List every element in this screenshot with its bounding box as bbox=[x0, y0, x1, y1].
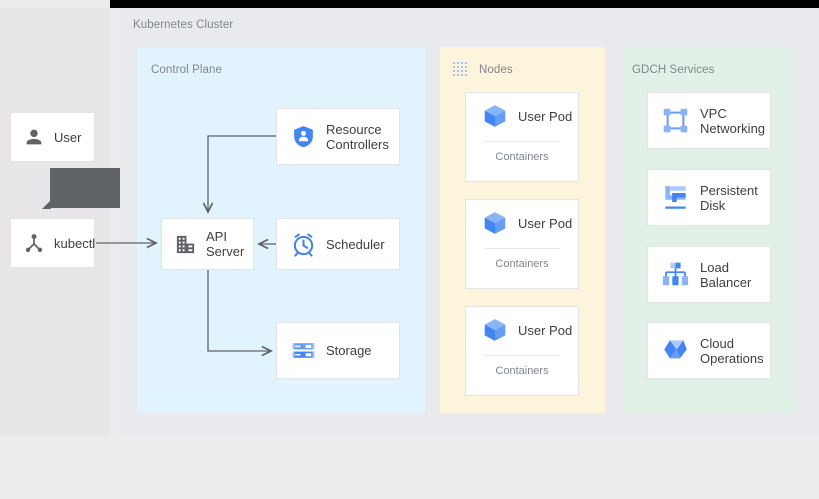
cloud-operations-icon bbox=[662, 337, 689, 364]
pod-divider bbox=[484, 248, 560, 249]
dotted-grid-icon bbox=[453, 62, 467, 76]
top-black-bar bbox=[110, 0, 819, 8]
shield-person-icon bbox=[291, 124, 316, 149]
card-api-server[interactable]: API Server bbox=[161, 218, 254, 270]
storage-disks-icon bbox=[291, 338, 316, 363]
user-pod-header: User Pod bbox=[466, 307, 578, 353]
card-storage-label: Storage bbox=[326, 343, 372, 358]
cube-pod-icon bbox=[482, 103, 508, 129]
load-balancer-icon bbox=[662, 261, 689, 288]
left-background-top bbox=[0, 0, 110, 8]
card-persistent-disk[interactable]: Persistent Disk bbox=[647, 169, 771, 226]
card-vpc-networking[interactable]: VPC Networking bbox=[647, 92, 771, 149]
card-user-label: User bbox=[54, 129, 82, 145]
card-api-server-label: API Server bbox=[206, 229, 245, 259]
persistent-disk-icon bbox=[662, 184, 689, 211]
card-load-balancer[interactable]: Load Balancer bbox=[647, 246, 771, 303]
pod-divider bbox=[484, 141, 560, 142]
card-persistent-disk-label: Persistent Disk bbox=[700, 182, 758, 213]
card-cloud-operations[interactable]: Cloud Operations bbox=[647, 322, 771, 379]
nodes-title: Nodes bbox=[479, 64, 513, 76]
user-pod-sublabel: Containers bbox=[495, 365, 549, 377]
pod-divider bbox=[484, 355, 560, 356]
user-pod-sublabel: Containers bbox=[495, 151, 549, 163]
alarm-clock-icon bbox=[291, 232, 316, 257]
card-resource-controllers[interactable]: Resource Controllers bbox=[276, 108, 400, 165]
gdch-services-title: GDCH Services bbox=[632, 64, 715, 76]
user-icon bbox=[23, 126, 45, 148]
user-pod-label: User Pod bbox=[518, 322, 573, 338]
card-kubectl-label: kubectl bbox=[54, 235, 96, 251]
card-user-pod[interactable]: User Pod Containers bbox=[465, 199, 579, 289]
user-pod-header: User Pod bbox=[466, 93, 578, 139]
kubectl-node-icon bbox=[23, 232, 45, 254]
user-pod-header: User Pod bbox=[466, 200, 578, 246]
kubernetes-cluster-title: Kubernetes Cluster bbox=[133, 19, 234, 31]
user-pod-label: User Pod bbox=[518, 215, 573, 231]
tooltip-popup bbox=[42, 168, 120, 209]
cube-pod-icon bbox=[482, 317, 508, 343]
card-scheduler-label: Scheduler bbox=[326, 236, 385, 252]
card-load-balancer-label: Load Balancer bbox=[700, 259, 752, 290]
card-resource-controllers-label: Resource Controllers bbox=[326, 121, 389, 152]
card-scheduler[interactable]: Scheduler bbox=[276, 218, 400, 270]
card-user-pod[interactable]: User Pod Containers bbox=[465, 306, 579, 396]
user-pod-label: User Pod bbox=[518, 108, 573, 124]
card-storage[interactable]: Storage bbox=[276, 322, 400, 379]
card-user[interactable]: User bbox=[10, 112, 95, 162]
api-server-building-icon bbox=[174, 233, 197, 256]
control-plane-title: Control Plane bbox=[151, 64, 222, 76]
card-user-pod[interactable]: User Pod Containers bbox=[465, 92, 579, 182]
vpc-networking-icon bbox=[662, 107, 689, 134]
user-pod-sublabel: Containers bbox=[495, 258, 549, 270]
card-kubectl[interactable]: kubectl bbox=[10, 218, 95, 268]
card-vpc-networking-label: VPC Networking bbox=[700, 105, 766, 136]
cube-pod-icon bbox=[482, 210, 508, 236]
card-cloud-operations-label: Cloud Operations bbox=[700, 335, 764, 366]
